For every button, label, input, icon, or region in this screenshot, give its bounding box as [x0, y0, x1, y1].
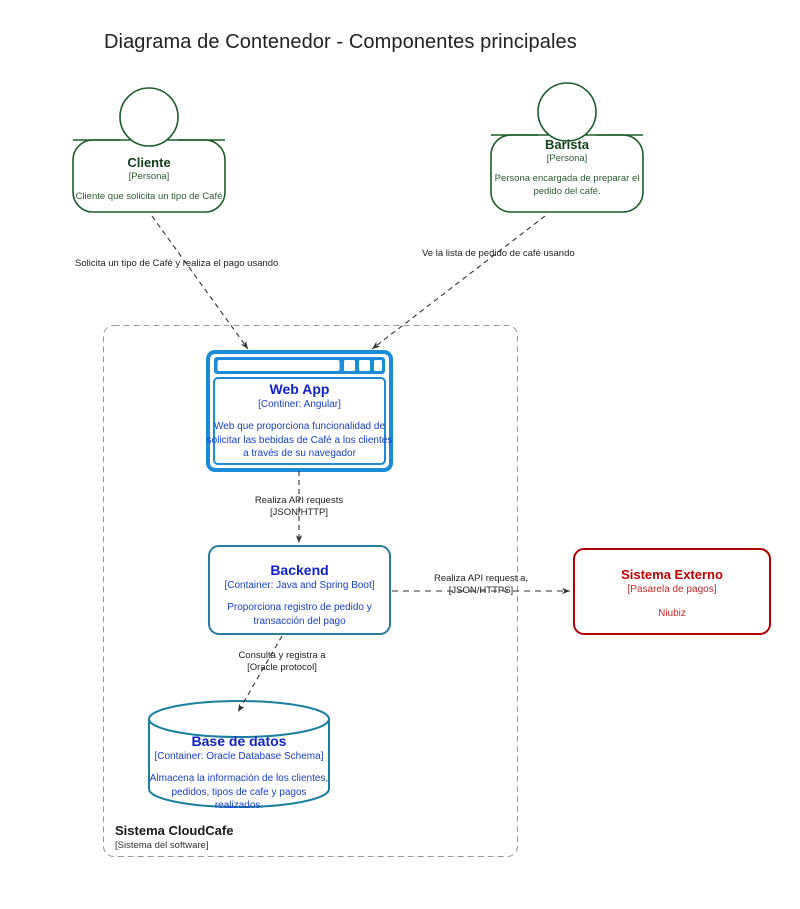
container-webapp-shape — [206, 350, 393, 472]
edge-barista-webapp — [371, 215, 546, 350]
person-cliente-shape — [72, 87, 226, 213]
person-barista-shape — [490, 82, 644, 213]
page-title: Diagrama de Contenedor - Componentes pri… — [104, 31, 577, 53]
container-database-shape — [148, 700, 330, 808]
edge-cliente-webapp — [151, 215, 249, 350]
external-system-shape — [573, 548, 771, 635]
container-backend-shape — [208, 545, 391, 635]
edge-backend-database — [237, 635, 283, 713]
